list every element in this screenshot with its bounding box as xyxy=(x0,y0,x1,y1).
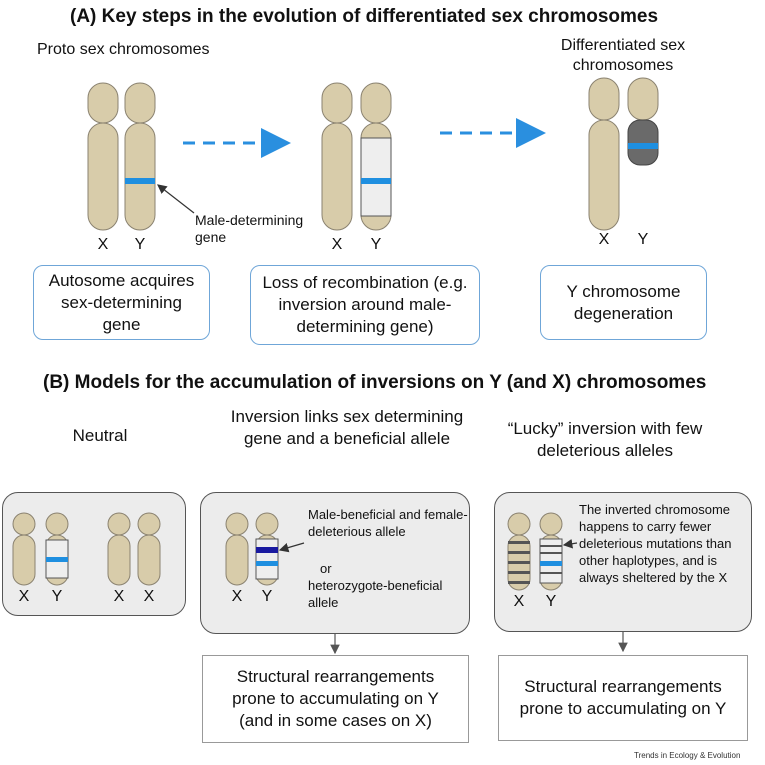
step1-box: Autosome acquires sex-determining gene xyxy=(33,265,210,340)
y-label-b1: Y xyxy=(51,588,63,605)
beneficial-pair xyxy=(225,512,279,586)
panel-a-title: (A) Key steps in the evolution of differ… xyxy=(70,6,659,27)
model-beneficial-label: Inversion links sex determining gene and… xyxy=(230,407,464,448)
gene-label: Male-determining gene xyxy=(195,212,304,245)
x-label-b2: X xyxy=(113,588,125,605)
x-label-b3: X xyxy=(143,588,155,605)
step3-box: Y chromosome degeneration xyxy=(540,265,707,340)
diff-x-chromosome xyxy=(588,77,620,231)
differentiated-label: Differentiated sex chromosomes xyxy=(560,37,686,74)
middle-x-chromosome xyxy=(321,82,353,231)
y-label-2: Y xyxy=(370,236,382,253)
middle-y-chromosome xyxy=(360,82,392,231)
y-label-b5: Y xyxy=(545,593,557,610)
model-lucky-label: “Lucky” inversion with few deleterious a… xyxy=(507,419,703,460)
outcome-box-3: Structural rearrangements prone to accum… xyxy=(498,655,748,741)
allele-note-1: Male-beneficial and female-deleterious a… xyxy=(308,507,468,539)
credit: Trends in Ecology & Evolution xyxy=(634,751,741,760)
outcome-box-2: Structural rearrangements prone to accum… xyxy=(202,655,469,743)
y-label-1: Y xyxy=(134,236,146,253)
proto-y-chromosome xyxy=(124,82,156,231)
y-label-b4: Y xyxy=(261,588,273,605)
proto-x-chromosome xyxy=(87,82,119,231)
x-label-b5: X xyxy=(513,593,525,610)
lucky-note: The inverted chromosome happens to carry… xyxy=(579,502,732,585)
allele-note-or: or xyxy=(320,561,332,576)
y-label-3: Y xyxy=(637,231,649,248)
neutral-pair-2 xyxy=(107,512,161,586)
proto-label: Proto sex chromosomes xyxy=(37,41,210,58)
x-label-3: X xyxy=(598,231,610,248)
neutral-pair-1 xyxy=(12,512,69,586)
x-label-b4: X xyxy=(231,588,243,605)
lucky-pair xyxy=(507,512,563,591)
panel-b-title: (B) Models for the accumulation of inver… xyxy=(43,372,707,393)
allele-note-2: heterozygote-beneficial allele xyxy=(308,578,443,610)
x-label-1: X xyxy=(97,236,109,253)
model-neutral-label: Neutral xyxy=(72,426,128,445)
diff-y-chromosome xyxy=(627,77,659,166)
step2-box: Loss of recombination (e.g. inversion ar… xyxy=(250,265,480,345)
x-label-b1: X xyxy=(18,588,30,605)
x-label-2: X xyxy=(331,236,343,253)
